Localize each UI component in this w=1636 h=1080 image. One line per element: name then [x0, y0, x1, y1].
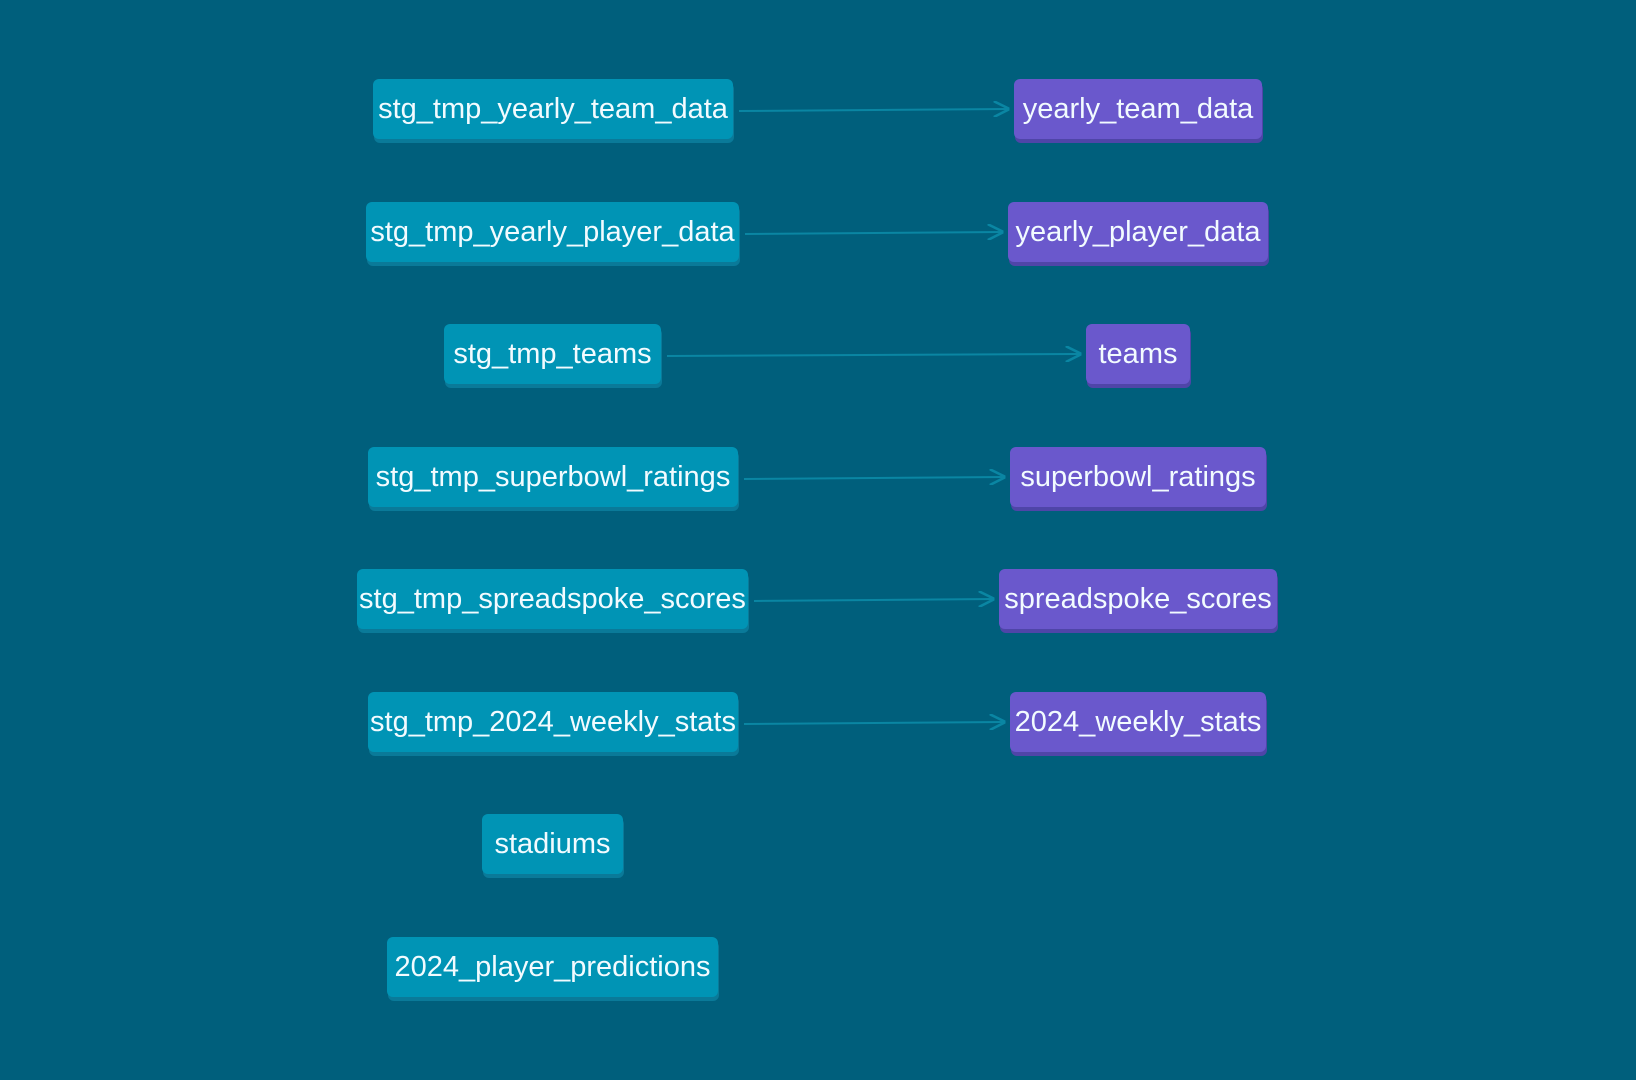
edge-stg_superbowl-to-superbowl: [743, 477, 1004, 479]
edge-stg_spreadspoke-to-spreadspoke: [753, 599, 993, 601]
node-label: 2024_player_predictions: [394, 950, 711, 983]
node-label: teams: [1098, 337, 1178, 370]
node-label: stg_tmp_yearly_team_data: [378, 92, 728, 125]
node-label: spreadspoke_scores: [1004, 582, 1272, 615]
node-2024-weekly-stats[interactable]: 2024_weekly_stats: [1010, 692, 1266, 752]
node-stg-tmp-teams[interactable]: stg_tmp_teams: [444, 324, 661, 384]
node-stadiums[interactable]: stadiums: [482, 814, 623, 874]
node-label: stadiums: [494, 827, 611, 860]
node-label: stg_tmp_spreadspoke_scores: [359, 582, 746, 615]
edge-stg_teams-to-teams: [666, 354, 1080, 356]
node-stg-tmp-yearly-player-data[interactable]: stg_tmp_yearly_player_data: [366, 202, 739, 262]
node-label: stg_tmp_yearly_player_data: [370, 215, 735, 248]
node-label: stg_tmp_teams: [453, 337, 652, 370]
node-label: 2024_weekly_stats: [1014, 705, 1262, 738]
node-teams[interactable]: teams: [1086, 324, 1190, 384]
node-stg-tmp-2024-weekly-stats[interactable]: stg_tmp_2024_weekly_stats: [368, 692, 738, 752]
edge-stg_yearly_player-to-yearly_player: [744, 232, 1002, 234]
node-stg-tmp-spreadspoke-scores[interactable]: stg_tmp_spreadspoke_scores: [357, 569, 748, 629]
node-label: superbowl_ratings: [1020, 460, 1256, 493]
node-label: yearly_team_data: [1022, 92, 1254, 125]
node-2024-player-predictions[interactable]: 2024_player_predictions: [387, 937, 718, 997]
node-yearly-player-data[interactable]: yearly_player_data: [1008, 202, 1268, 262]
node-stg-tmp-superbowl-ratings[interactable]: stg_tmp_superbowl_ratings: [368, 447, 738, 507]
edge-stg_yearly_team-to-yearly_team: [738, 109, 1008, 111]
node-label: stg_tmp_2024_weekly_stats: [370, 705, 736, 738]
node-superbowl-ratings[interactable]: superbowl_ratings: [1010, 447, 1266, 507]
node-stg-tmp-yearly-team-data[interactable]: stg_tmp_yearly_team_data: [373, 79, 733, 139]
node-yearly-team-data[interactable]: yearly_team_data: [1014, 79, 1262, 139]
node-label: stg_tmp_superbowl_ratings: [375, 460, 731, 493]
node-label: yearly_player_data: [1015, 215, 1261, 248]
edge-stg_weekly-to-weekly: [743, 722, 1004, 724]
node-spreadspoke-scores[interactable]: spreadspoke_scores: [999, 569, 1277, 629]
